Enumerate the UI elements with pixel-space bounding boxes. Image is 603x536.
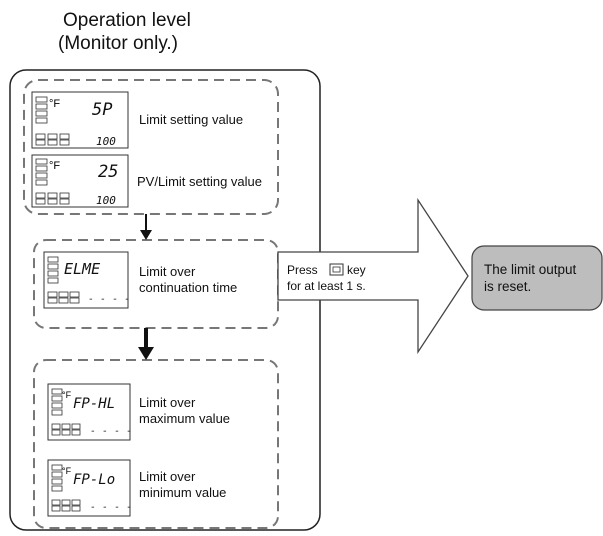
unit-text: °F xyxy=(62,466,72,476)
unit-text: °F xyxy=(62,390,72,400)
arrow-text-duration: for at least 1 s. xyxy=(287,279,366,293)
display-sub-value: 100 xyxy=(96,194,116,207)
display-sub-value: - - - - xyxy=(90,426,132,437)
display-sub-value: 100 xyxy=(96,135,116,148)
display-limit-over-maximum: °F FP-HL - - - - xyxy=(47,383,132,441)
down-arrow-icon xyxy=(138,328,154,360)
label-min-line2: minimum value xyxy=(139,485,227,500)
result-text-line1: The limit output xyxy=(484,262,577,277)
display-pv-limit-setting-value: °F 25 100 xyxy=(31,154,129,208)
label-continuation-time-line1: Limit over xyxy=(139,264,196,279)
display-main-value: 5P xyxy=(92,100,112,120)
unit-text: °F xyxy=(49,160,60,172)
display-limit-over-minimum: °F FP-Lo - - - - xyxy=(47,459,132,517)
label-max-line1: Limit over xyxy=(139,395,196,410)
key-square-icon xyxy=(329,263,344,276)
diagram-title-line1: Operation level xyxy=(63,10,191,31)
group-setting-values xyxy=(23,79,279,215)
display-sub-value: - - - - xyxy=(88,294,130,305)
label-min-line1: Limit over xyxy=(139,469,196,484)
display-limit-setting-value: °F 5P 100 xyxy=(31,91,129,149)
arrow-text-press: Press xyxy=(287,263,318,277)
display-main-value: 25 xyxy=(98,162,118,182)
result-text-line2: is reset. xyxy=(484,279,532,294)
result-box xyxy=(471,245,603,311)
group-limit-over-values xyxy=(33,359,279,529)
label-max-line2: maximum value xyxy=(139,411,231,426)
display-main-value: FP-Lo xyxy=(73,472,115,488)
label-limit-setting-value: Limit setting value xyxy=(139,112,244,127)
big-right-arrow-icon xyxy=(277,197,469,355)
group-continuation-time xyxy=(33,239,279,329)
label-pv-limit-setting-value: PV/Limit setting value xyxy=(137,174,263,189)
display-main-value: ELME xyxy=(64,260,100,278)
diagram-title-line2: (Monitor only.) xyxy=(58,33,179,54)
unit-text: °F xyxy=(49,98,60,110)
display-sub-value: - - - - xyxy=(90,502,132,513)
display-continuation-time: ELME - - - - xyxy=(43,251,130,309)
down-arrow-icon xyxy=(140,214,152,240)
display-main-value: FP-HL xyxy=(73,396,115,412)
arrow-text-key: key xyxy=(347,263,366,277)
label-continuation-time-line2: continuation time xyxy=(139,280,238,295)
